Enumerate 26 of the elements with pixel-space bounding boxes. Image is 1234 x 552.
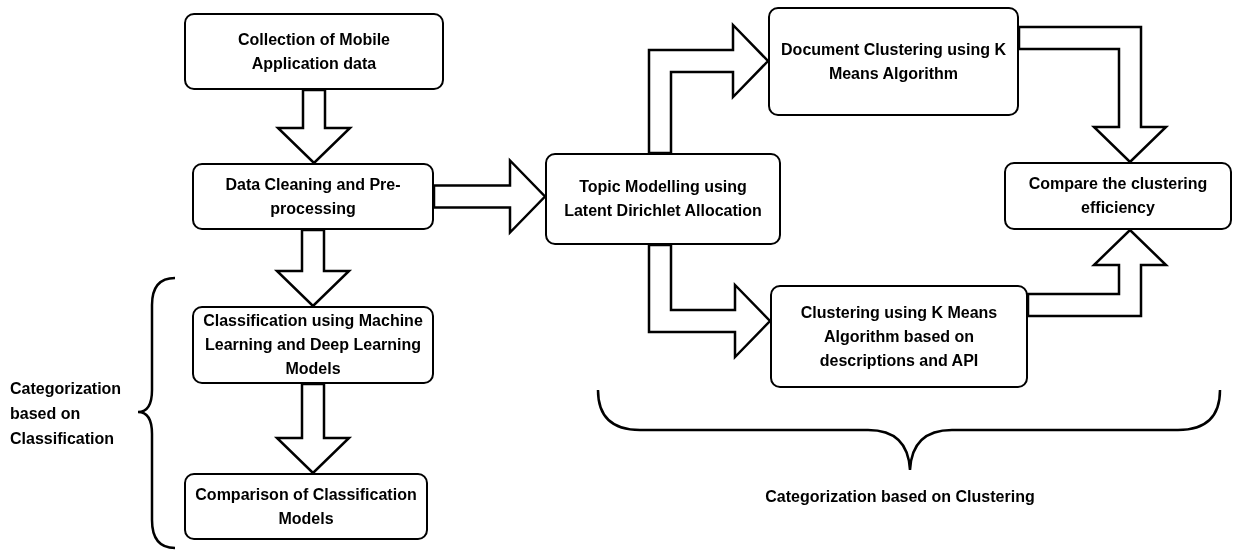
box-text: Comparison of Classification Models <box>194 484 418 529</box>
group-label: Categorization based on Clustering <box>764 487 1036 507</box>
block-arrow <box>432 157 547 236</box>
box-text: Compare the clustering efficiency <box>1027 174 1209 218</box>
box-text: Collection of Mobile Application data <box>237 29 391 74</box>
block-arrow <box>647 21 770 155</box>
block-arrow <box>273 382 353 475</box>
box-text: Data Cleaning and Pre-processing <box>224 174 402 219</box>
process-box <box>184 13 444 90</box>
box-text: Clustering using K Means Algorithm based on descriptions and API <box>799 302 999 371</box>
group-label: Categorization based on Classification <box>10 379 123 449</box>
process-box <box>192 306 434 384</box>
process-box <box>768 7 1019 116</box>
block-arrow <box>273 228 353 308</box>
box-text: Topic Modelling using Latent Dirichlet Allocation <box>563 177 763 221</box>
box-text: Classification using Machine Learning and Deep Learning Models <box>202 311 424 379</box>
block-arrow <box>274 88 354 165</box>
block-arrow <box>647 243 772 361</box>
process-box <box>192 163 434 230</box>
process-box <box>545 153 781 245</box>
box-text: Document Clustering using K Means Algorithm <box>780 39 1007 84</box>
process-box <box>770 285 1028 388</box>
process-box <box>1004 162 1232 230</box>
block-arrow <box>1017 25 1170 164</box>
process-box <box>184 473 428 540</box>
block-arrow <box>1026 228 1170 318</box>
